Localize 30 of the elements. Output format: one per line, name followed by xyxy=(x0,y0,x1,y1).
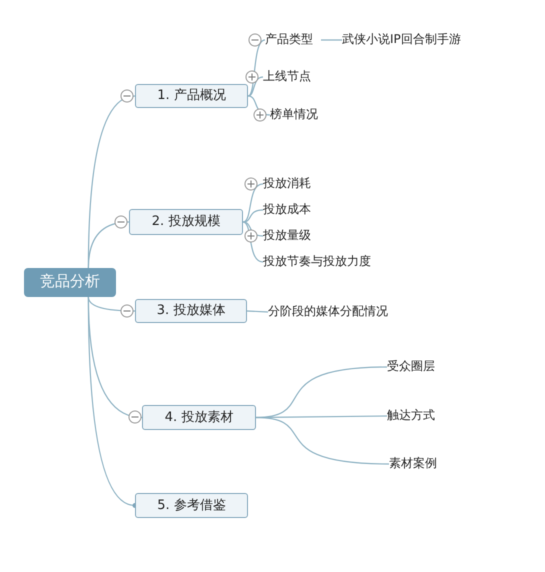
topic-text: 触达方式 xyxy=(387,407,443,425)
topic-text: 榜单情况 xyxy=(270,106,326,124)
topic-text: 投放消耗 xyxy=(263,175,319,193)
connector-line xyxy=(242,183,264,223)
branch-box: 2. 投放规模 xyxy=(129,209,243,235)
connector-line xyxy=(248,76,264,97)
branch-box: 1. 产品概况 xyxy=(135,84,248,108)
connector-line xyxy=(242,209,264,223)
topic-text: 产品类型 xyxy=(265,31,321,49)
connector-line xyxy=(242,221,264,237)
connector-line xyxy=(246,310,268,313)
branch-box: 3. 投放媒体 xyxy=(135,299,247,323)
connector-line xyxy=(88,221,130,268)
connector-line xyxy=(248,39,266,97)
connector-line xyxy=(242,221,264,263)
topic-text: 分阶段的媒体分配情况 xyxy=(268,303,393,321)
topic-text: 投放节奏与投放力度 xyxy=(263,253,375,271)
topic-box: 竞品分析 xyxy=(24,268,116,297)
topic-text: 武侠小说IP回合制手游 xyxy=(342,31,467,49)
connector-line xyxy=(256,416,390,465)
topic-text: 投放成本 xyxy=(263,201,319,219)
connector-line xyxy=(321,39,342,41)
connector-line xyxy=(88,297,138,508)
connector-line xyxy=(248,95,270,116)
topic-text: 素材案例 xyxy=(389,455,445,473)
topic-text: 上线节点 xyxy=(263,68,319,86)
branch-box: 4. 投放素材 xyxy=(142,405,256,430)
topic-text: 受众圈层 xyxy=(387,358,443,376)
topic-text: 投放量级 xyxy=(263,227,319,245)
branch-box: 5. 参考借鉴 xyxy=(135,493,248,518)
